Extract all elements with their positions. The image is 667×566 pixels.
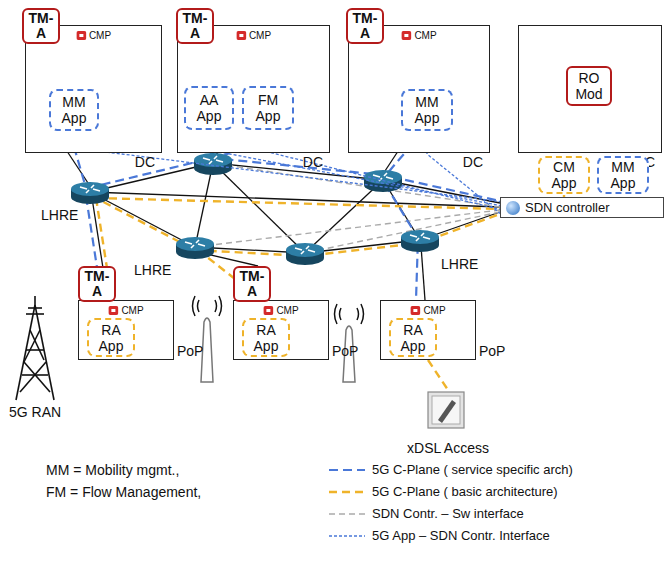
cmp-label: CMP <box>263 305 298 316</box>
routers <box>71 153 439 265</box>
node-label: RA App <box>394 322 432 354</box>
app-box: AA App <box>184 86 234 130</box>
connector <box>428 360 448 390</box>
legend-text: 5G App – SDN Contr. Interface <box>372 528 550 543</box>
data-center: AA AppFM AppCMPDC <box>177 25 330 153</box>
legend-text: 5G C-Plane ( service specific arch) <box>372 462 573 477</box>
node-label: TM-A <box>350 11 380 41</box>
router-label: LHRE <box>133 262 172 278</box>
pop-box: RA AppCMPPoP <box>380 300 476 360</box>
app-box: RA App <box>242 318 290 357</box>
abbreviation-note: FM = Flow Management, <box>45 484 202 500</box>
app-box: MM App <box>49 89 99 131</box>
data-center: RO ModDC <box>518 25 662 153</box>
tm-agent: TM-A <box>176 8 214 44</box>
legend-row: 5G C-Plane ( service specific arch) <box>328 462 573 477</box>
app-box: RA App <box>87 318 135 357</box>
black-links <box>55 133 500 300</box>
data-center: MM AppCMPDC <box>348 25 490 153</box>
node-label: TM-A <box>82 269 112 299</box>
legend-text: 5G C-Plane ( basic architecture) <box>372 484 558 499</box>
basic-c-plane <box>92 195 564 300</box>
node-label: RO Mod <box>571 70 607 102</box>
ran-tower <box>16 296 54 400</box>
cmp-label: CMP <box>401 30 436 41</box>
node-label: TM-A <box>237 269 267 299</box>
tm-agent: TM-A <box>346 8 384 44</box>
legend-row: 5G App – SDN Contr. Interface <box>328 528 550 543</box>
app-box: MM App <box>401 89 453 131</box>
ro-module: RO Mod <box>566 66 612 106</box>
tm-agent: TM-A <box>233 266 271 302</box>
pop-box: RA AppCMPPoP <box>78 300 174 360</box>
site-label: PoP <box>479 343 505 359</box>
abbreviation-note: MM = Mobility mgmt., <box>45 462 180 478</box>
cmp-label: CMP <box>410 305 445 316</box>
app-box: FM App <box>242 86 294 130</box>
node-label: CM App <box>543 159 585 191</box>
service-c-plane <box>70 133 500 300</box>
pop-box: RA AppCMPPoP <box>233 300 329 360</box>
cmp-label: CMP <box>76 30 111 41</box>
xdsl-icon <box>428 392 464 428</box>
site-label: DC <box>135 154 155 170</box>
sdn-controller: SDN controller <box>500 197 664 218</box>
site-label: DC <box>303 154 323 170</box>
data-center: MM AppCMPDC <box>25 25 162 153</box>
tm-agent: TM-A <box>78 266 116 302</box>
xdsl-access: xDSL Access <box>404 390 492 456</box>
ran-label: 5G RAN <box>8 404 62 420</box>
node-label: MM App <box>406 94 448 126</box>
node-label: RA App <box>92 322 130 354</box>
cmp-label: CMP <box>236 30 271 41</box>
legend-sample <box>328 509 366 519</box>
node-label: MM App <box>54 94 94 126</box>
node-label: TM-A <box>26 11 56 41</box>
node-label: AA App <box>189 92 229 124</box>
legend-text: SDN Contr. – Sw interface <box>372 506 524 521</box>
site-label: DC <box>463 154 483 170</box>
router-label: LHRE <box>40 207 79 223</box>
node-label: xDSL Access <box>407 440 489 456</box>
legend-sample <box>328 487 366 497</box>
node-label: FM App <box>247 92 289 124</box>
legend-sample <box>328 465 366 475</box>
site-label: PoP <box>332 343 358 359</box>
antenna-icons <box>193 296 364 382</box>
app-box: CM App <box>538 156 590 194</box>
site-label: PoP <box>177 343 203 359</box>
legend-sample <box>328 531 366 541</box>
router-label: LHRE <box>440 256 479 272</box>
node-label: RA App <box>247 322 285 354</box>
legend-row: 5G C-Plane ( basic architecture) <box>328 484 558 499</box>
node-label: TM-A <box>180 11 210 41</box>
tm-agent: TM-A <box>22 8 60 44</box>
app-box: MM App <box>597 156 649 194</box>
cmp-label: CMP <box>108 305 143 316</box>
legend-row: SDN Contr. – Sw interface <box>328 506 524 521</box>
node-label: MM App <box>602 159 644 191</box>
node-label: SDN controller <box>525 200 610 215</box>
app-box: RA App <box>389 318 437 357</box>
